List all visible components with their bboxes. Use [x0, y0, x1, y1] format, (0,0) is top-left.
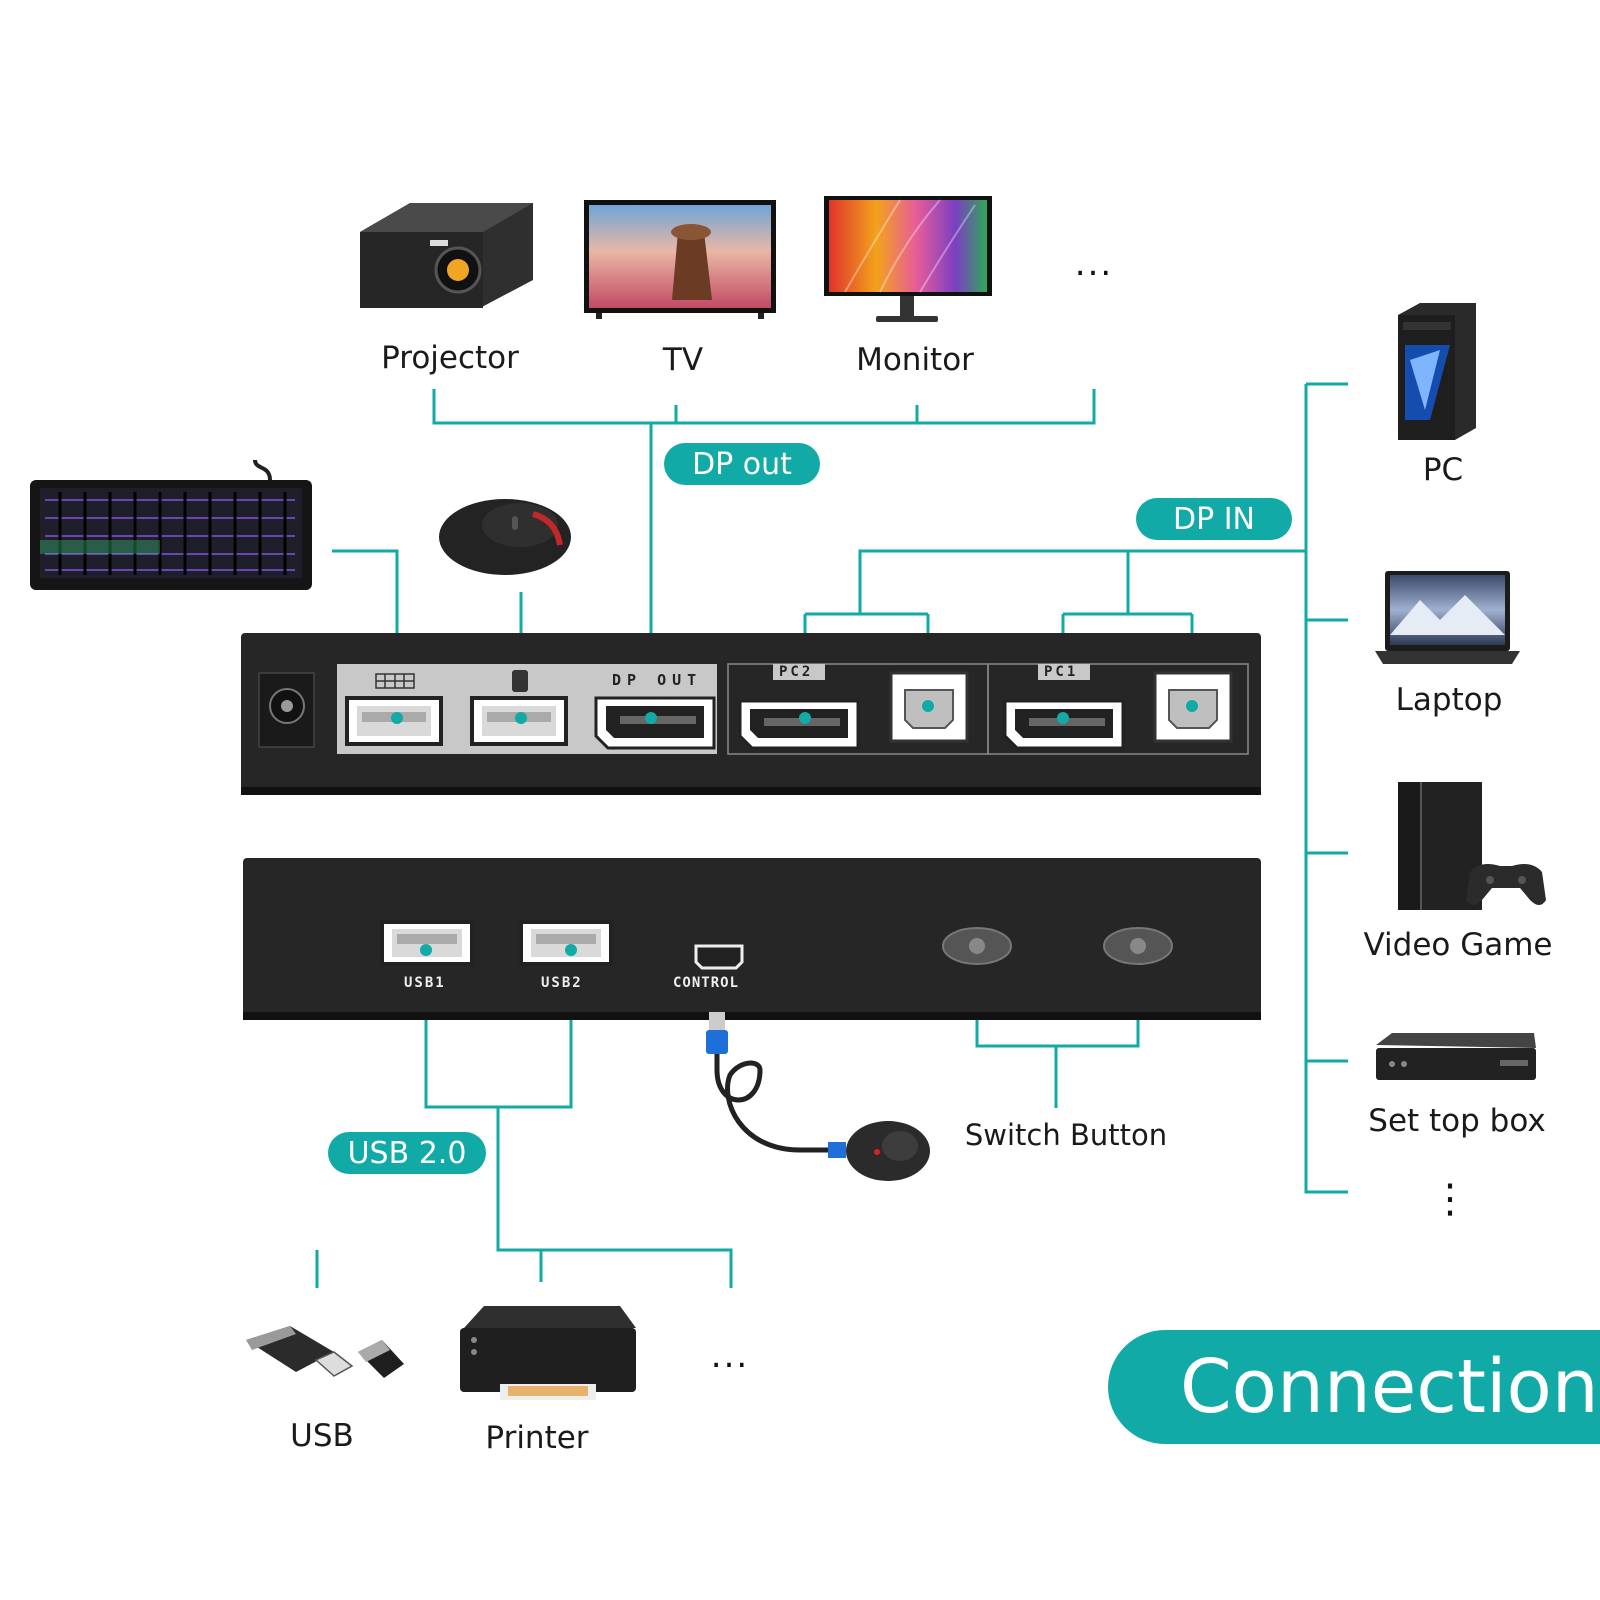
monitor-icon — [824, 196, 992, 322]
printer-label: Printer — [485, 1420, 589, 1456]
keyboard-icon — [30, 459, 312, 590]
connector-lines — [315, 382, 1348, 1288]
dp-out-pill: DP out — [664, 443, 820, 485]
front-usb-port-keyboard — [345, 696, 443, 746]
kvm-back-panel — [243, 858, 1261, 1181]
mouse-icon — [439, 499, 571, 575]
usb1-port-label: USB1 — [404, 975, 446, 991]
video-game-label: Video Game — [1363, 927, 1553, 963]
set-top-box-icon — [1376, 1033, 1536, 1080]
connection-title: Connection — [1180, 1344, 1599, 1430]
game-console-icon — [1398, 782, 1546, 910]
pc-label: PC — [1422, 452, 1464, 488]
usb-pill: USB 2.0 — [328, 1132, 486, 1174]
projector-icon — [360, 203, 533, 308]
usb-label: USB — [290, 1418, 354, 1454]
pc2-usb-b-port — [889, 671, 969, 743]
pc1-dp-port — [1003, 699, 1125, 750]
usb-devices-more: ... — [710, 1336, 750, 1376]
mouse-port-icon — [512, 670, 528, 692]
usb-stick-icon — [246, 1326, 404, 1378]
pc1-usb-b-port — [1153, 671, 1233, 743]
printer-icon — [460, 1306, 636, 1400]
dp-out-port-label: DP OUT — [612, 671, 703, 689]
pc-tower-icon — [1398, 303, 1476, 440]
projector-label: Projector — [381, 340, 519, 376]
usb2-port-label: USB2 — [541, 975, 583, 991]
kvm-front-panel — [241, 633, 1261, 795]
keyboard-port-icon — [375, 673, 415, 689]
pc1-section — [987, 663, 1249, 755]
usb-tree-line — [315, 1107, 733, 1288]
front-usb-port-mouse — [470, 696, 568, 746]
switch-button-label: Switch Button — [964, 1118, 1168, 1152]
dp-in-branch — [858, 549, 1306, 614]
pc2-port-label: PC2 — [779, 664, 814, 680]
control-port — [694, 944, 744, 970]
dp-out-port — [594, 696, 716, 750]
laptop-label: Laptop — [1395, 682, 1503, 718]
back-usb-port-1 — [380, 920, 474, 966]
back-panel-body — [243, 858, 1261, 1020]
pc2-dp-port — [738, 699, 860, 750]
back-usb-port-2 — [519, 920, 613, 966]
outputs-more: ... — [1074, 244, 1114, 284]
control-port-label: CONTROL — [673, 975, 740, 991]
inputs-more: ⋮ — [1430, 1176, 1472, 1222]
tv-icon — [584, 200, 776, 319]
input-bus-line — [1304, 382, 1348, 1194]
front-switch-button-1 — [942, 927, 1012, 965]
connection-banner: Connection — [1108, 1330, 1600, 1444]
front-switch-button-2 — [1103, 927, 1173, 965]
laptop-icon — [1375, 571, 1520, 664]
dp-in-pill: DP IN — [1136, 498, 1292, 540]
tv-label: TV — [662, 342, 704, 378]
pc1-port-label: PC1 — [1044, 664, 1079, 680]
monitor-label: Monitor — [856, 342, 974, 378]
set-top-box-label: Set top box — [1368, 1103, 1546, 1139]
output-bracket-line — [432, 389, 1096, 425]
wired-switch-remote — [706, 1012, 930, 1181]
